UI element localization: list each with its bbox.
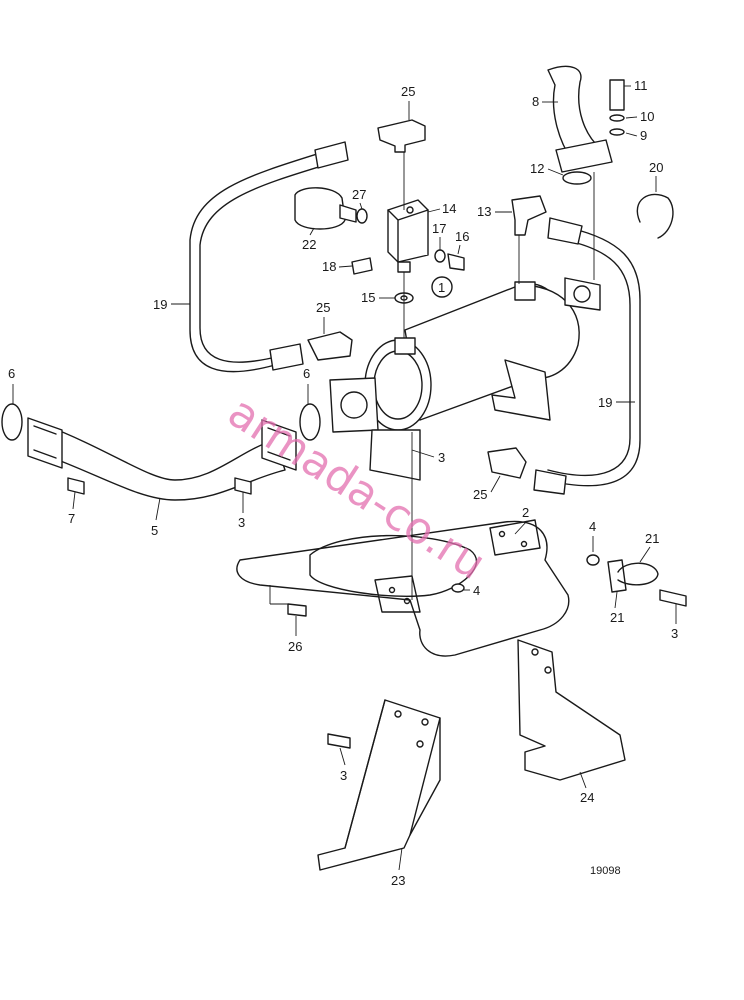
callout-16: 16	[455, 229, 469, 244]
callout-21-bottom: 21	[610, 610, 624, 625]
callout-6-left: 6	[8, 366, 15, 381]
nut-part-4	[451, 583, 465, 593]
bracket-part-24	[517, 639, 626, 781]
mounting-plate-part-2	[236, 519, 570, 657]
callout-25-right: 25	[473, 487, 487, 502]
bracket-part-23	[317, 699, 441, 871]
callout-1: 1	[438, 280, 445, 295]
callout-25-top: 25	[401, 84, 415, 99]
bolt-part-3-pipe	[234, 477, 252, 495]
washer-part-9	[609, 128, 625, 136]
clip-part-21-left	[607, 559, 627, 593]
hose-part-19-left	[189, 141, 349, 373]
elbow-fitting-part-25-top	[377, 119, 426, 153]
elbow-fitting-part-25-right	[487, 447, 527, 479]
washer-part-17	[434, 249, 446, 263]
elbow-fitting-part-25-left	[307, 331, 353, 361]
heat-exchanger-part-1	[364, 277, 601, 431]
callout-25-left: 25	[316, 300, 330, 315]
callout-13: 13	[477, 204, 491, 219]
callout-4-plate: 4	[473, 583, 480, 598]
callout-23: 23	[391, 873, 405, 888]
sensor-part-22	[294, 187, 357, 230]
callout-7: 7	[68, 511, 75, 526]
o-ring-part-6-left	[1, 403, 23, 441]
callout-8: 8	[532, 94, 539, 109]
o-ring-part-6-right	[299, 403, 321, 441]
clip-part-21-right	[617, 562, 659, 586]
bolt-part-3-bracket	[327, 733, 351, 749]
callout-19-left: 19	[153, 297, 167, 312]
callout-3-pipe: 3	[238, 515, 245, 530]
callout-17: 17	[432, 221, 446, 236]
elbow-fitting-part-13	[511, 195, 547, 236]
callout-6-right: 6	[303, 366, 310, 381]
hose-part-19-right	[533, 217, 641, 495]
gasket-part-12	[562, 171, 592, 185]
bolt-part-11	[609, 79, 625, 111]
callout-27: 27	[352, 187, 366, 202]
callout-3-exchanger: 3	[438, 450, 445, 465]
callout-26: 26	[288, 639, 302, 654]
callout-2: 2	[522, 505, 529, 520]
callout-19-right: 19	[598, 395, 612, 410]
callout-4-clip: 4	[589, 519, 596, 534]
callout-9: 9	[640, 128, 647, 143]
callout-21-top: 21	[645, 531, 659, 546]
callout-14: 14	[442, 201, 456, 216]
callout-5: 5	[151, 523, 158, 538]
plug-part-16	[447, 253, 465, 271]
callout-15: 15	[361, 290, 375, 305]
alignment-lines	[403, 152, 595, 600]
callout-24: 24	[580, 790, 594, 805]
callout-3-bracket: 3	[340, 768, 347, 783]
bolt-part-3-clip	[659, 589, 687, 607]
bracket-under-exchanger	[369, 359, 551, 481]
callout-20: 20	[649, 160, 663, 175]
washer-part-10	[609, 114, 625, 122]
callout-22: 22	[302, 237, 316, 252]
callout-18: 18	[322, 259, 336, 274]
mounting-flange-part-1	[329, 377, 379, 433]
callout-labels: 1 2 3 3 3 3 4 4 5 6 6 7 8 9 10 11 12 13	[8, 78, 678, 888]
callout-11: 11	[634, 78, 648, 93]
exhaust-pipe-part-5	[27, 417, 297, 501]
figure-number: 19098	[590, 865, 621, 877]
nut-part-4-clip	[586, 554, 600, 566]
callout-10: 10	[640, 109, 654, 124]
callout-3-clip: 3	[671, 626, 678, 641]
bolt-part-7	[67, 477, 85, 495]
bolt-part-26	[287, 603, 307, 617]
clamp-part-20	[636, 193, 674, 239]
outlet-elbow-part-8	[547, 65, 613, 173]
distribution-block-part-14	[387, 199, 429, 273]
callout-12: 12	[530, 161, 544, 176]
plug-part-18	[351, 257, 373, 275]
washer-part-27	[356, 208, 368, 224]
